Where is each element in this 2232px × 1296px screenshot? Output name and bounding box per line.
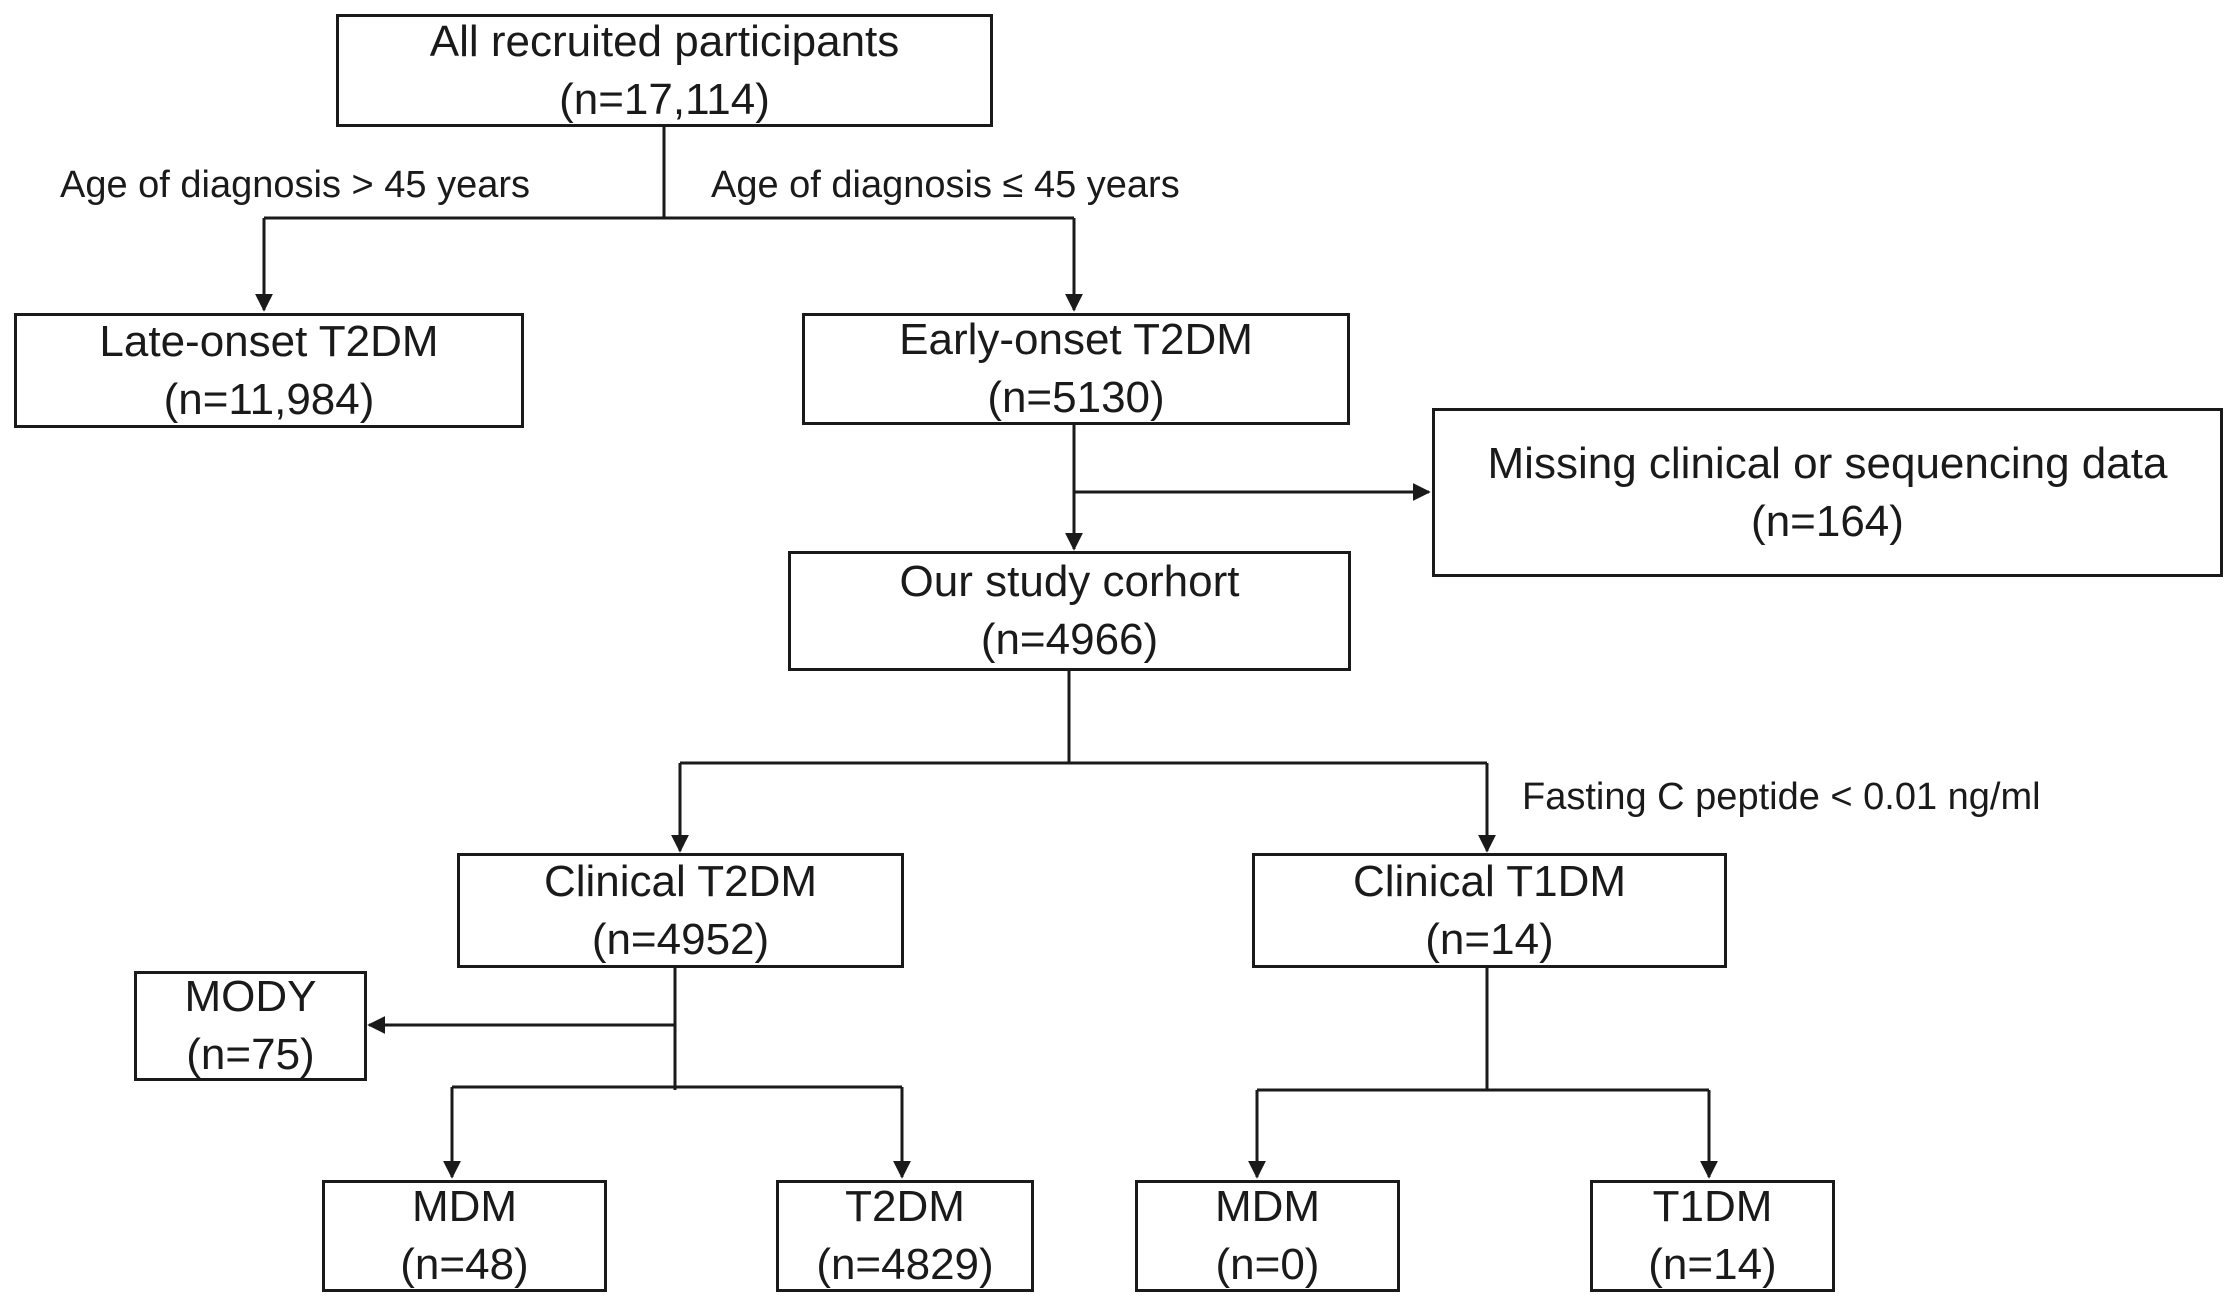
box-clinical-t2dm: Clinical T2DM (n=4952) [457,853,904,968]
box-count: (n=17,114) [559,74,770,124]
box-missing-data: Missing clinical or sequencing data (n=1… [1432,408,2223,577]
box-title: Clinical T2DM [543,856,818,906]
box-count: (n=164) [1751,496,1904,546]
box-title: Clinical T1DM [1352,856,1627,906]
box-count: (n=0) [1215,1240,1320,1289]
box-count: (n=4829) [816,1240,994,1289]
box-t1dm: T1DM (n=14) [1590,1180,1835,1292]
box-title: T1DM [1652,1182,1773,1231]
label-age-under-45: Age of diagnosis ≤ 45 years [711,164,1180,206]
box-clinical-t1dm: Clinical T1DM (n=14) [1252,853,1727,968]
box-title: T2DM [845,1182,965,1231]
label-fasting-c-peptide: Fasting C peptide < 0.01 ng/ml [1522,776,2041,818]
box-title: MODY [184,972,317,1021]
box-mody: MODY (n=75) [134,971,367,1081]
box-title: Late-onset T2DM [99,316,439,366]
box-count: (n=75) [186,1030,315,1079]
box-title: Early-onset T2DM [899,315,1253,364]
box-late-onset: Late-onset T2DM (n=11,984) [14,313,524,428]
box-count: (n=11,984) [163,374,375,424]
box-title: MDM [1214,1182,1321,1231]
box-mdm-t2: MDM (n=48) [322,1180,607,1292]
box-title: MDM [411,1182,518,1231]
box-count: (n=5130) [987,373,1165,422]
box-all-recruited: All recruited participants (n=17,114) [336,14,993,127]
box-study-cohort: Our study corhort (n=4966) [788,551,1351,671]
box-count: (n=4952) [591,914,770,964]
box-count: (n=14) [1425,914,1554,964]
box-count: (n=48) [400,1240,529,1289]
box-count: (n=14) [1648,1240,1777,1289]
box-mdm-t1: MDM (n=0) [1135,1180,1400,1292]
box-t2dm: T2DM (n=4829) [776,1180,1034,1292]
label-age-over-45: Age of diagnosis > 45 years [60,164,531,206]
box-title: Missing clinical or sequencing data [1487,438,2168,488]
box-title: Our study corhort [899,557,1240,606]
box-count: (n=4966) [980,615,1159,664]
box-title: All recruited participants [429,16,900,66]
box-early-onset: Early-onset T2DM (n=5130) [802,313,1350,425]
